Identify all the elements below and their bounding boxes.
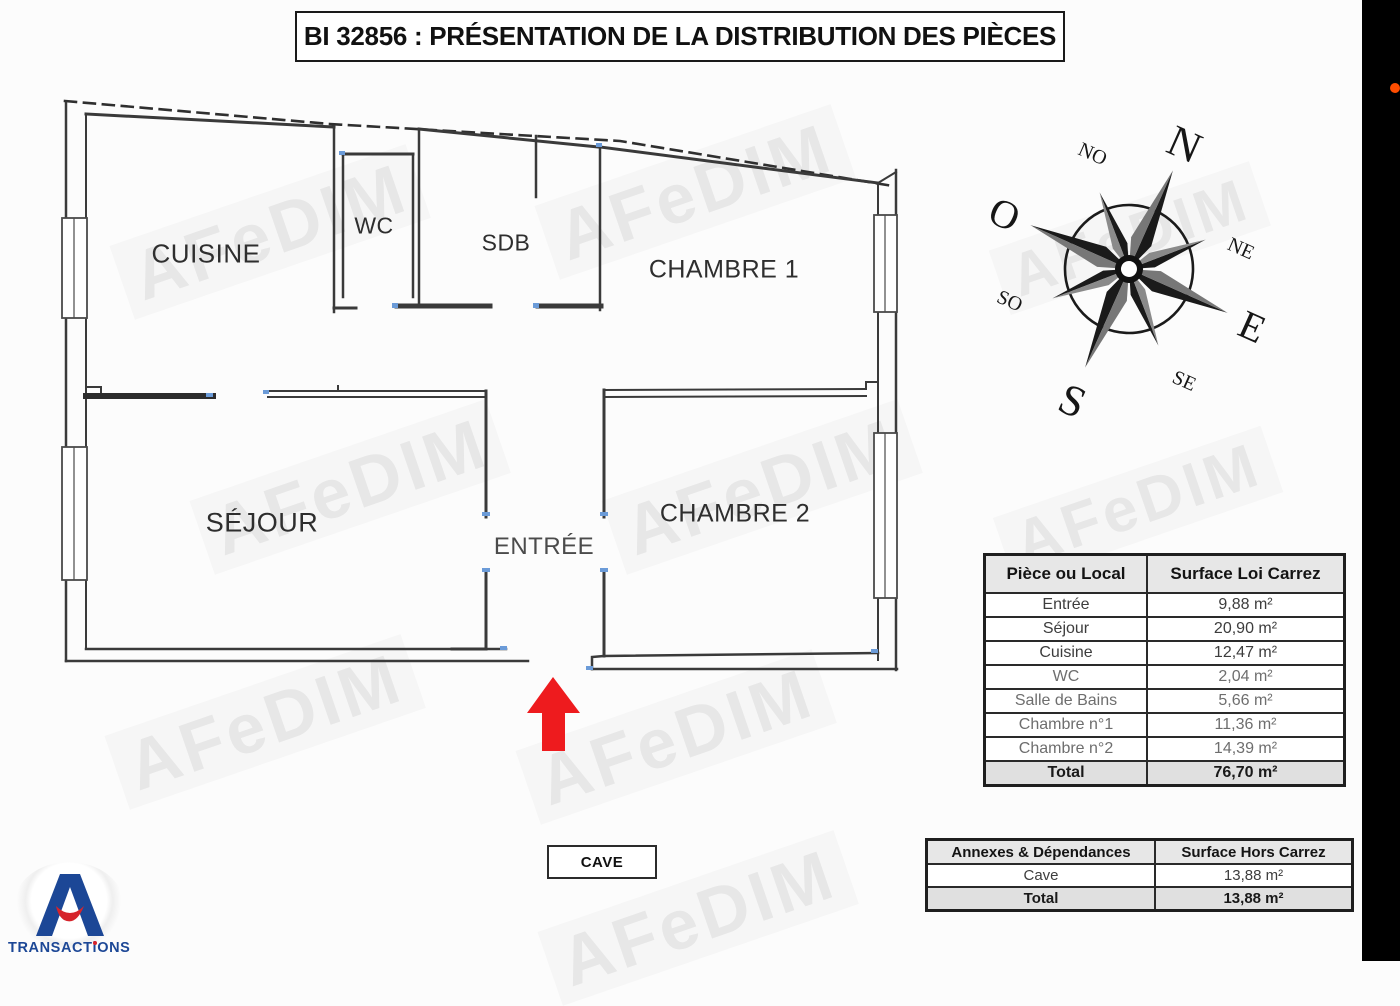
compass-main-points (1030, 170, 1228, 368)
logo-a-icon (36, 874, 104, 936)
orange-dot (1390, 83, 1400, 93)
table-total-row: Total 13,88 m² (925, 886, 1354, 912)
window-symbols (61, 214, 898, 599)
annexes-surface-table: Annexes & Dépendances Surface Hors Carre… (925, 838, 1354, 912)
room-label-chambre2: CHAMBRE 2 (659, 499, 811, 528)
compass-label-o: O (982, 188, 1027, 241)
carrez-surface-table: Pièce ou Local Surface Loi Carrez Entrée… (983, 553, 1346, 787)
compass-label-n: N (1160, 115, 1209, 173)
compass-label-no: NO (1075, 138, 1110, 170)
table-total-row: Total 76,70 m² (983, 760, 1346, 787)
compass-label-s: S (1051, 374, 1093, 429)
column-header: Annexes & Dépendances (925, 838, 1156, 865)
door-jamb-marks (206, 143, 878, 670)
compass-label-so: SO (993, 286, 1025, 317)
column-header: Surface Loi Carrez (1146, 553, 1346, 594)
room-label-cuisine: CUISINE (151, 238, 261, 269)
column-header: Surface Hors Carrez (1154, 838, 1354, 865)
cave-box: CAVE (547, 845, 657, 879)
title-box: BI 32856 : PRÉSENTATION DE LA DISTRIBUTI… (295, 11, 1065, 62)
right-black-bar (1362, 0, 1400, 961)
room-label-wc: WC (354, 212, 394, 239)
compass-label-se: SE (1169, 366, 1199, 396)
table-header-row: Annexes & Dépendances Surface Hors Carre… (925, 838, 1354, 865)
compass-label-ne: NE (1224, 233, 1257, 264)
floor-plan-page: { "title": "BI 32856 : PRÉSENTATION DE L… (6, 0, 1400, 1002)
compass-secondary-points (1052, 192, 1206, 346)
entrance-arrow (527, 677, 580, 751)
room-label-sdb: SDB (481, 229, 531, 256)
dashed-boundary-line (63, 99, 895, 188)
room-label-cave: CAVE (580, 853, 624, 871)
logo-i-dot (92, 941, 97, 945)
table-header-row: Pièce ou Local Surface Loi Carrez (983, 553, 1346, 594)
floor-plan-svg (61, 99, 899, 751)
compass-rose: N E S O NE SE SO NO (982, 115, 1273, 429)
room-label-sejour: SÉJOUR (205, 507, 319, 538)
page-title: BI 32856 : PRÉSENTATION DE LA DISTRIBUTI… (303, 21, 1057, 51)
column-header: Pièce ou Local (983, 553, 1148, 594)
room-label-entree: ENTRÉE (493, 533, 595, 560)
compass-label-e: E (1232, 301, 1273, 352)
room-label-chambre1: CHAMBRE 1 (648, 255, 800, 284)
